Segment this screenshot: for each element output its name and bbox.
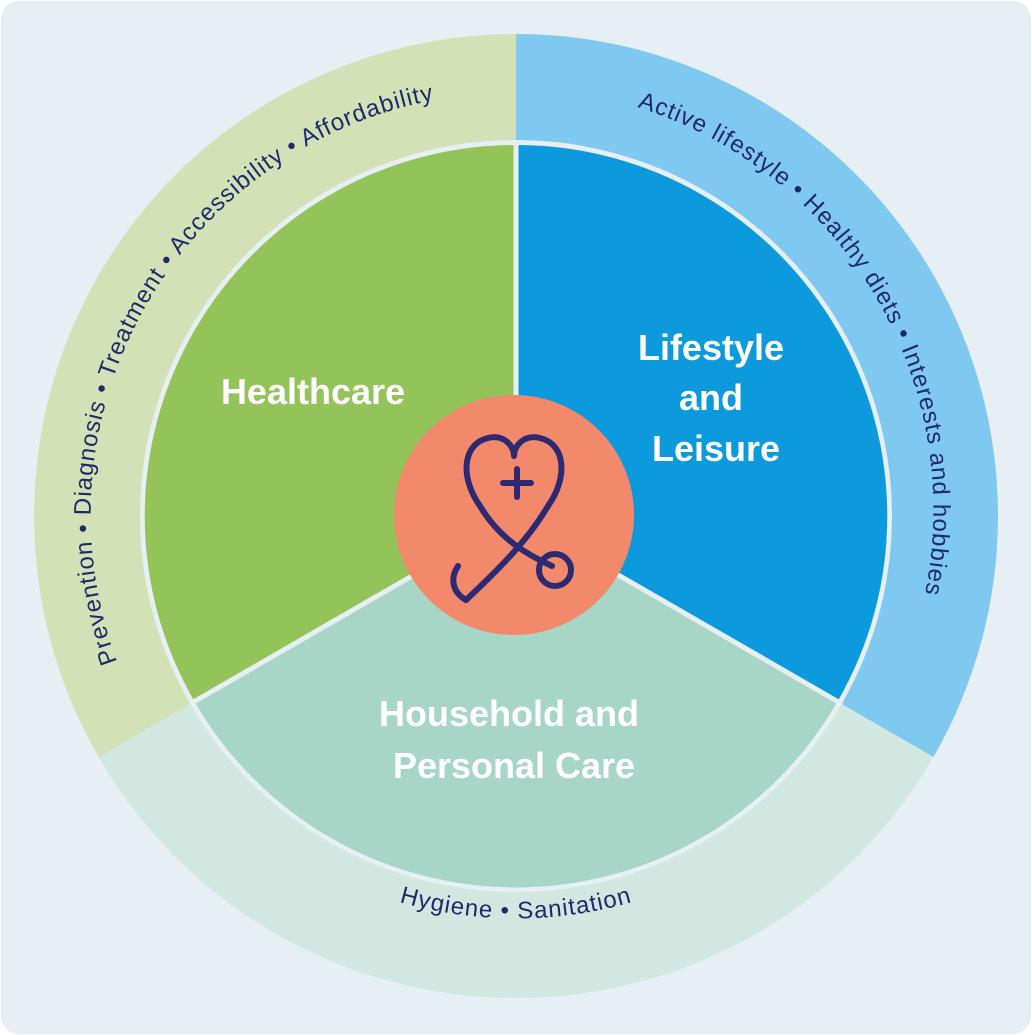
lifestyle-label: Lifestyle and Leisure — [638, 327, 794, 469]
heart-stethoscope-icon — [450, 434, 574, 603]
household-label: Household and Personal Care — [379, 693, 649, 786]
center-circle — [394, 395, 634, 635]
healthcare-label: Healthcare — [221, 371, 405, 412]
